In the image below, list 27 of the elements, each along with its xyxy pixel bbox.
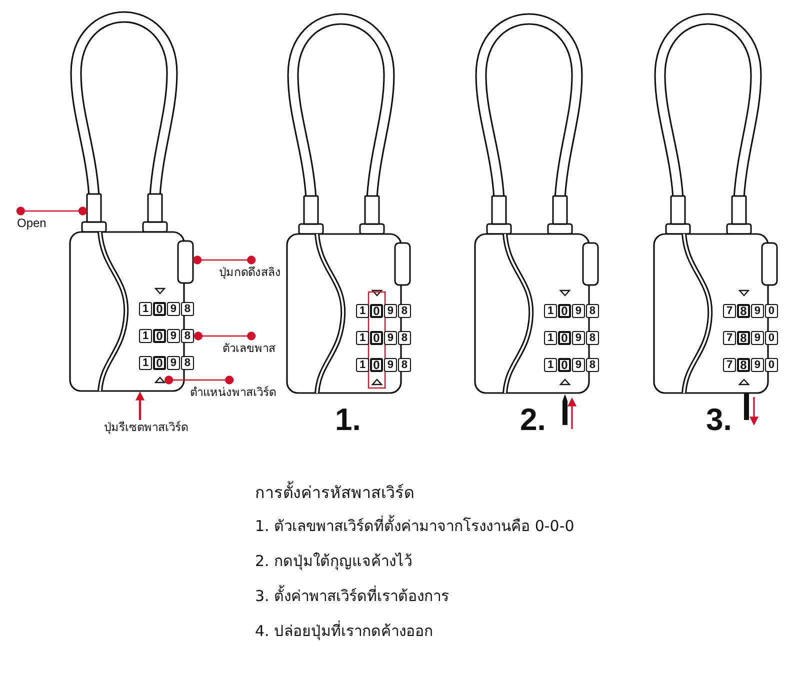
- instruction-step: 3. ตั้งค่าพาสเวิร์ดที่เราต้องการ: [255, 587, 450, 606]
- instruction-step: 1. ตัวเลขพาสเวิร์ดที่ตั้งค่ามาจากโรงงานคือ 0-0-0: [255, 517, 574, 536]
- step-number: 2.: [520, 404, 546, 435]
- callout-label: ปุ่มรีเซตพาสเวิร์ด: [104, 420, 188, 434]
- callout-label: ตำแหน่งพาสเวิร์ด: [190, 385, 276, 400]
- instruction-step: 4. ปล่อยปุ่มที่เรากดค้างออก: [255, 622, 434, 641]
- instructions-heading: การตั้งค่ารหัสพาสเวิร์ด: [255, 483, 414, 503]
- callout-label: ปุ่มกดดึงสลิง: [219, 265, 281, 280]
- combination-dial: 1 0 9 8: [544, 331, 599, 345]
- instruction-step: 2. กดปุ่มใต้กุญแจค้างไว้: [255, 552, 412, 571]
- leader-line: [164, 376, 234, 384]
- combination-dial: 1 0 9 8: [356, 304, 411, 318]
- step-number: 1.: [335, 404, 361, 435]
- combination-dial: 7 8 9 0: [723, 358, 778, 372]
- leader-line: [193, 256, 256, 264]
- combination-dial: 1 0 9 8: [356, 358, 411, 372]
- combination-dial: 7 8 9 0: [723, 304, 778, 318]
- combination-dial: 1 0 9 8: [356, 331, 411, 345]
- combination-dial: 1 0 9 8: [544, 358, 599, 372]
- leader-arrow: [136, 391, 144, 420]
- callout-label: Open: [17, 216, 46, 231]
- callout-label: ตัวเลขพาส: [222, 341, 276, 356]
- leader-line: [194, 332, 256, 340]
- combination-dial: 7 8 9 0: [723, 331, 778, 345]
- leader-line: [16, 206, 87, 216]
- step-number: 3.: [706, 404, 732, 435]
- combination-dial: 1 0 9 8: [544, 304, 599, 318]
